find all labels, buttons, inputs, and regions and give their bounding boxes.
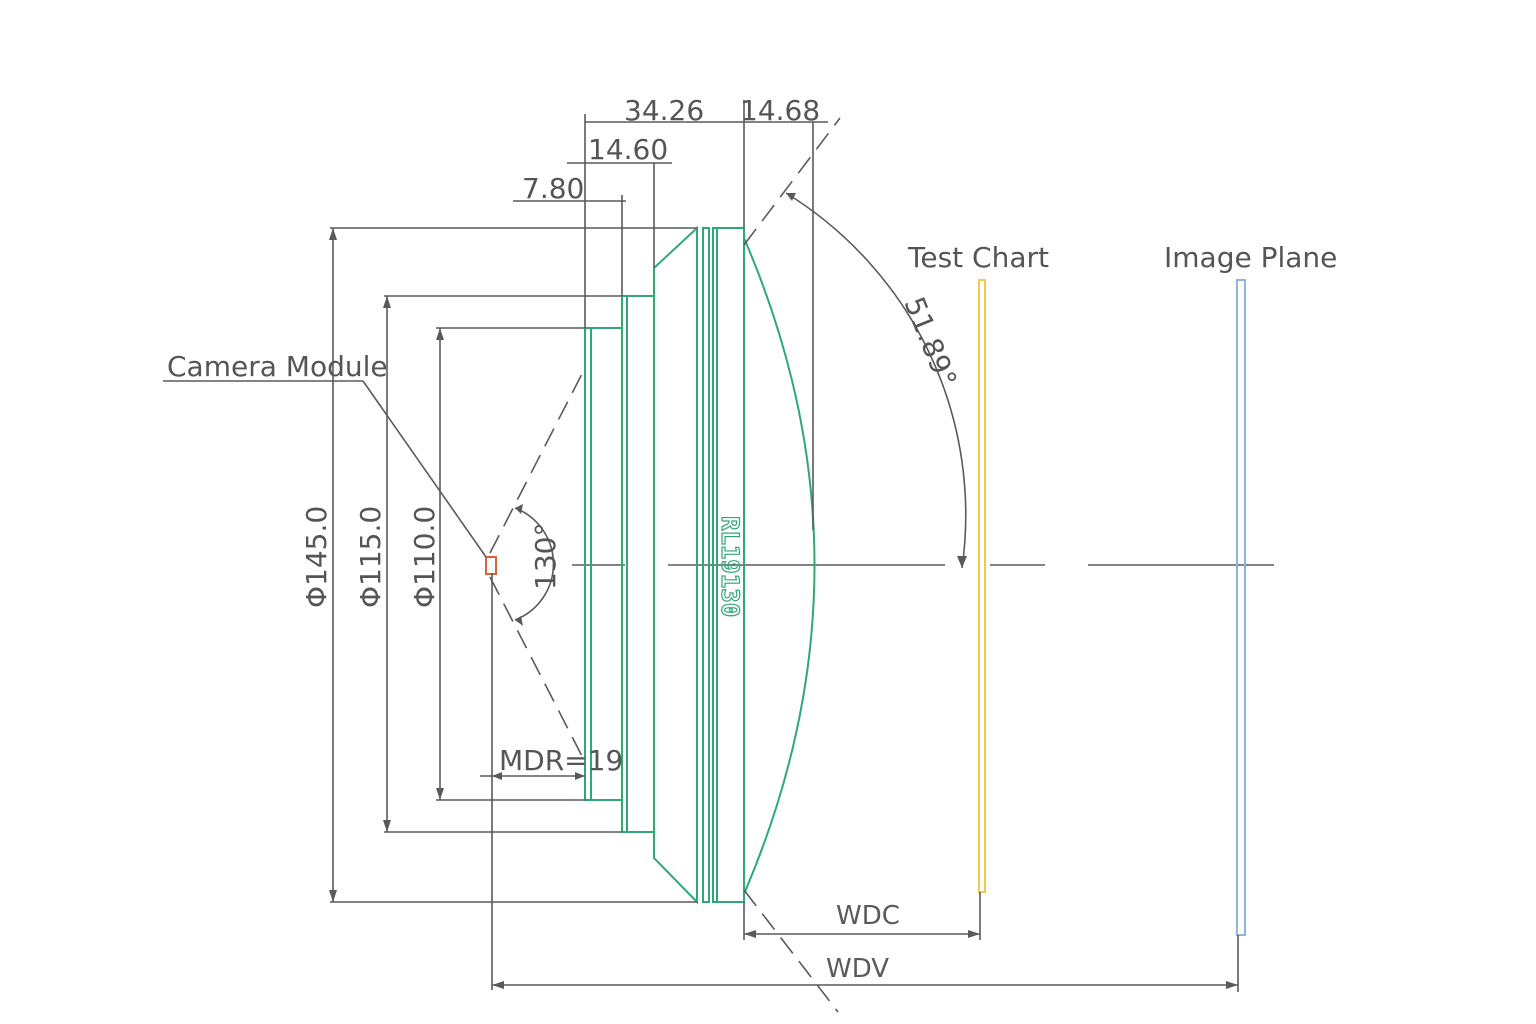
test-chart-label: Test Chart — [907, 241, 1049, 274]
diameter-dimensions — [329, 227, 697, 903]
mdr-label: MDR=19 — [499, 744, 623, 777]
half-angle-arc — [785, 192, 967, 569]
fov-angle-label: 130° — [529, 523, 562, 590]
top-dimensions — [513, 100, 828, 328]
wdv-dimension — [492, 935, 1239, 992]
camera-module — [485, 556, 497, 575]
mdr-dimension — [480, 573, 585, 990]
camera-module-leader — [163, 380, 487, 558]
lens-body — [584, 225, 816, 905]
lens-marking: RL19130 — [716, 516, 744, 617]
fov-lines — [489, 117, 841, 1013]
camera-module-label: Camera Module — [167, 350, 388, 383]
dim-14-60: 14.60 — [588, 133, 668, 166]
wdc-dimension — [743, 892, 981, 940]
half-angle-label: 51.89° — [898, 292, 964, 392]
dia-145: Φ145.0 — [300, 506, 333, 608]
dim-14-68: 14.68 — [740, 94, 820, 127]
wdc-label: WDC — [836, 901, 900, 931]
image-plane-label: Image Plane — [1164, 241, 1337, 274]
dim-34-26: 34.26 — [624, 94, 704, 127]
fov-angle-arc — [514, 504, 555, 626]
dim-7-80: 7.80 — [522, 172, 584, 205]
dia-115: Φ115.0 — [354, 506, 387, 608]
test-chart — [978, 279, 986, 893]
image-plane — [1236, 279, 1246, 936]
dia-110: Φ110.0 — [408, 506, 441, 608]
wdv-label: WDV — [826, 954, 889, 984]
